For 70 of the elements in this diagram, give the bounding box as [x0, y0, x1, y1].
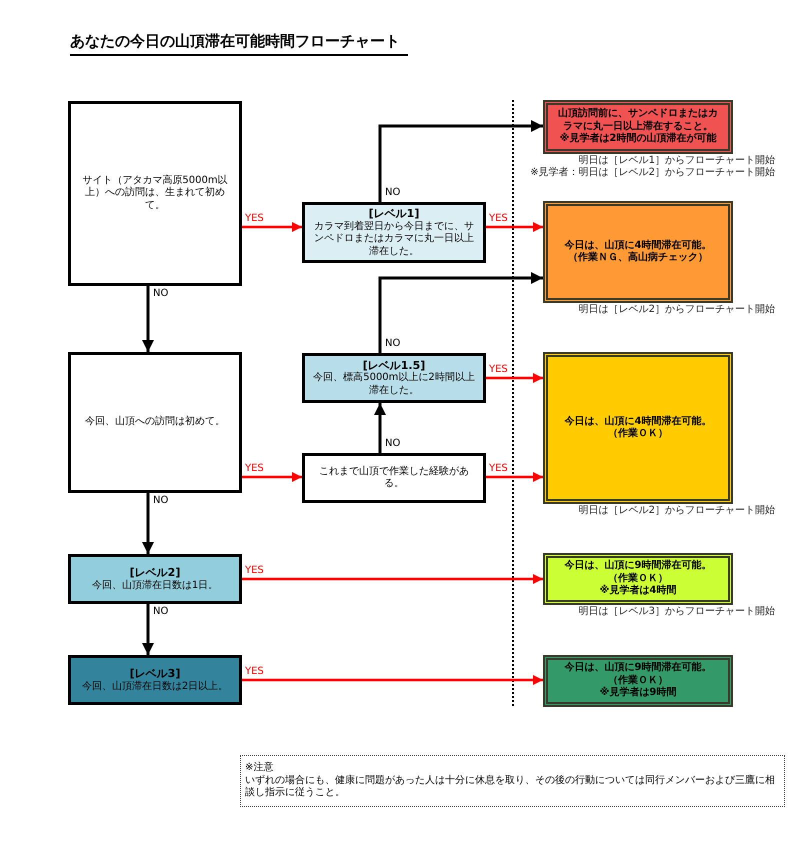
decision-box [68, 101, 242, 286]
node-text: サイト（アタカマ高原5000m以上）への訪問は、生まれて初めて。 [81, 174, 229, 212]
edge-label: NO [152, 607, 170, 617]
node-text: 山頂訪問前に、サンペドロまたはカラマに丸一日以上滞在すること。 [557, 108, 719, 132]
edge-label: NO [384, 439, 402, 449]
result-box [543, 201, 733, 303]
node-text: いずれの場合にも、健康に問題があった人は十分に休息を取り、その後の行動については同行メンバーおよび三鷹に相談し指示に従うこと。 [245, 774, 776, 800]
arrow [142, 286, 154, 352]
edge-label: YES [244, 214, 265, 224]
level-box [302, 353, 486, 403]
arrow [242, 472, 302, 482]
node-text: 今回、山頂滞在日数は2日以上。 [82, 680, 228, 694]
level-heading: [レベル1] [368, 207, 420, 221]
node-text: 今日は、山頂に9時間滞在可能。 [564, 560, 712, 572]
node-text: （作業ＯＫ） [608, 674, 668, 686]
edge-label: YES [244, 667, 265, 677]
edge-label: YES [488, 214, 509, 224]
arrow [242, 222, 302, 232]
edge-label: YES [488, 464, 509, 474]
arrow [378, 120, 543, 202]
result-box [543, 655, 733, 707]
result-box [543, 352, 733, 504]
node-text: （作業ＯＫ） [608, 428, 668, 440]
decision-box [68, 352, 242, 493]
arrow [242, 574, 543, 584]
node-text: ※見学者は2時間の山頂滞在が可能 [560, 133, 716, 146]
level-heading: [レベル2] [130, 566, 180, 580]
node-text: （作業ＯＫ） [608, 572, 668, 584]
level-box [302, 202, 486, 264]
arrow [486, 472, 543, 482]
node-text: これまで山頂で作業した経験がある。 [318, 466, 470, 490]
node-text: 今回、山頂への訪問は初めて。 [85, 416, 225, 429]
node-text: カラマ到着翌日から今日までに、サンペドロまたはカラマに丸一日以上滞在した。 [313, 220, 475, 258]
node-text: ※見学者は4時間 [600, 585, 676, 598]
node-text: （作業ＮＧ、高山病チェック） [568, 252, 708, 264]
arrow [486, 222, 543, 232]
node-text: 今日は、山頂に4時間滞在可能。 [564, 240, 712, 251]
next-day-note: 明日は［レベル2］からフローチャート開始 [578, 304, 775, 316]
next-day-note: 明日は［レベル1］からフローチャート開始 [578, 155, 775, 166]
arrow [378, 272, 543, 353]
edge-label: YES [488, 365, 509, 375]
result-box [543, 100, 733, 154]
result-box [543, 553, 733, 605]
next-day-note: 明日は［レベル3］からフローチャート開始 [578, 606, 775, 618]
node-text: 今日は、山頂に9時間滞在可能。 [564, 662, 712, 674]
level-heading: [レベル3] [130, 666, 180, 680]
edge-label: YES [244, 464, 265, 474]
arrow [486, 373, 543, 383]
node-text: 今回、山頂滞在日数は1日。 [92, 580, 218, 592]
decision-box [302, 453, 486, 503]
edge-label: YES [244, 566, 265, 576]
level-box [68, 554, 242, 604]
level-box [68, 655, 242, 705]
arrow [142, 604, 154, 655]
edge-label: NO [152, 289, 170, 299]
node-text: 今回、標高5000m以上に2時間以上滞在した。 [312, 372, 476, 398]
next-day-note: ※見学者：明日は［レベル2］からフローチャート開始 [530, 166, 775, 178]
edge-label: NO [384, 339, 402, 349]
arrow [142, 493, 154, 554]
node-text: 今日は、山頂に4時間滞在可能。 [564, 416, 712, 428]
note-heading: ※注意 [245, 762, 274, 774]
edge-label: NO [384, 188, 402, 198]
arrow [242, 675, 543, 685]
level-heading: [レベル1.5] [362, 358, 426, 372]
chart-title: あなたの今日の山頂滞在可能時間フローチャート [70, 32, 408, 56]
arrow [374, 403, 386, 453]
edge-label: NO [152, 496, 170, 506]
next-day-note: 明日は［レベル2］からフローチャート開始 [578, 505, 775, 516]
node-text: ※見学者は9時間 [600, 687, 676, 700]
note-box [240, 755, 785, 807]
